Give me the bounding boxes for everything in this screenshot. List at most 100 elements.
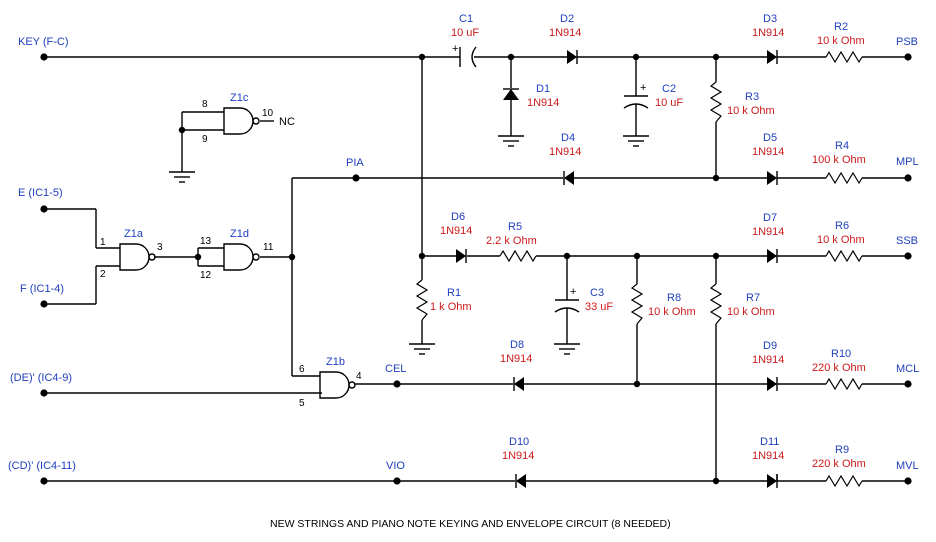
gate-z1d-name: Z1d bbox=[230, 228, 249, 240]
nand-gate-z1c bbox=[223, 107, 260, 135]
r7-ref: R7 bbox=[746, 292, 760, 304]
svg-text:+: + bbox=[640, 82, 646, 94]
c3-ref: C3 bbox=[590, 287, 604, 299]
pin-number: 9 bbox=[202, 134, 208, 145]
r3-value: 10 k Ohm bbox=[727, 105, 775, 117]
gate-z1a-name: Z1a bbox=[124, 228, 144, 240]
ground-symbol bbox=[554, 343, 580, 355]
resistors bbox=[415, 50, 863, 488]
resistor-r8 bbox=[630, 283, 644, 325]
r8-value: 10 k Ohm bbox=[648, 306, 696, 318]
d1-ref: D1 bbox=[536, 83, 550, 95]
d7-value: 1N914 bbox=[752, 226, 784, 238]
d3-ref: D3 bbox=[763, 13, 777, 25]
c3-value: 33 uF bbox=[585, 301, 613, 313]
junctions bbox=[178, 53, 720, 485]
output-psb-label: PSB bbox=[896, 36, 918, 48]
ground-symbol bbox=[623, 135, 649, 147]
input-key-label: KEY (F-C) bbox=[18, 36, 69, 48]
svg-text:+: + bbox=[570, 286, 576, 298]
r4-value: 100 k Ohm bbox=[812, 154, 866, 166]
resistor-r10 bbox=[825, 377, 863, 391]
gate-z1b-name: Z1b bbox=[326, 356, 345, 368]
d1-value: 1N914 bbox=[527, 97, 559, 109]
c1-value: 10 uF bbox=[451, 27, 479, 39]
resistor-r6 bbox=[825, 249, 863, 263]
nand-gate-z1d bbox=[223, 243, 260, 271]
d2-ref: D2 bbox=[560, 13, 574, 25]
output-mcl-label: MCL bbox=[896, 363, 919, 375]
net-vio-label: VIO bbox=[386, 460, 405, 472]
r1-ref: R1 bbox=[447, 287, 461, 299]
input-cd-label: (CD)' (IC4-11) bbox=[8, 460, 76, 472]
svg-text:+: + bbox=[452, 43, 458, 55]
diode-d11 bbox=[767, 474, 778, 488]
c2-value: 10 uF bbox=[655, 97, 683, 109]
d10-ref: D10 bbox=[509, 436, 529, 448]
diode-d9 bbox=[767, 377, 778, 391]
input-f-label: F (IC1-4) bbox=[20, 283, 64, 295]
net-pia-label: PIA bbox=[346, 157, 364, 169]
r10-ref: R10 bbox=[831, 348, 851, 360]
capacitor-c2: + bbox=[623, 82, 649, 109]
d7-ref: D7 bbox=[763, 212, 777, 224]
nand-gates bbox=[119, 107, 356, 399]
pin-number: 1 bbox=[100, 237, 106, 248]
r7-value: 10 k Ohm bbox=[727, 306, 775, 318]
pin-number: 8 bbox=[202, 99, 208, 110]
d10-value: 1N914 bbox=[502, 450, 534, 462]
ground-symbol bbox=[169, 171, 195, 183]
pin-number: 12 bbox=[200, 270, 212, 281]
diode-d10 bbox=[515, 474, 526, 488]
d5-ref: D5 bbox=[763, 132, 777, 144]
c2-ref: C2 bbox=[662, 83, 676, 95]
capacitor-c1: + bbox=[452, 43, 477, 68]
pin-number: 10 bbox=[262, 108, 274, 119]
pin-number: 6 bbox=[299, 364, 305, 375]
r2-ref: R2 bbox=[834, 21, 848, 33]
resistor-r9 bbox=[825, 474, 863, 488]
diode-d8 bbox=[513, 377, 524, 391]
r9-ref: R9 bbox=[835, 444, 849, 456]
d8-value: 1N914 bbox=[500, 353, 532, 365]
gate-z1c-name: Z1c bbox=[230, 92, 249, 104]
pin-number: 3 bbox=[157, 242, 163, 253]
d6-value: 1N914 bbox=[440, 225, 472, 237]
r5-value: 2.2 k Ohm bbox=[486, 235, 537, 247]
resistor-r4 bbox=[825, 171, 863, 185]
r2-value: 10 k Ohm bbox=[817, 35, 865, 47]
output-mpl-label: MPL bbox=[896, 156, 919, 168]
ground-symbol bbox=[409, 343, 435, 355]
r10-value: 220 k Ohm bbox=[812, 362, 866, 374]
r5-ref: R5 bbox=[508, 221, 522, 233]
terminals bbox=[40, 53, 912, 485]
d8-ref: D8 bbox=[510, 339, 524, 351]
resistor-r3 bbox=[709, 81, 723, 123]
diode-d7 bbox=[767, 249, 778, 263]
net-cel-label: CEL bbox=[385, 363, 406, 375]
r3-ref: R3 bbox=[745, 91, 759, 103]
r6-value: 10 k Ohm bbox=[817, 234, 865, 246]
output-ssb-label: SSB bbox=[896, 235, 918, 247]
resistor-r2 bbox=[825, 50, 863, 64]
resistor-r5 bbox=[499, 249, 537, 263]
nand-gate-z1b bbox=[319, 371, 356, 399]
diode-d1 bbox=[503, 88, 519, 100]
grounds bbox=[169, 135, 649, 355]
diagram-caption: NEW STRINGS AND PIANO NOTE KEYING AND EN… bbox=[270, 518, 671, 530]
d3-value: 1N914 bbox=[752, 27, 784, 39]
d4-value: 1N914 bbox=[549, 146, 581, 158]
diode-d2 bbox=[567, 50, 578, 64]
diodes bbox=[456, 50, 778, 488]
net-nc-label: NC bbox=[279, 116, 295, 128]
capacitor-c3: + bbox=[554, 286, 580, 313]
diode-d5 bbox=[767, 171, 778, 185]
d11-ref: D11 bbox=[760, 436, 779, 448]
input-e-label: E (IC1-5) bbox=[18, 187, 63, 199]
diode-d6 bbox=[456, 249, 467, 263]
d2-value: 1N914 bbox=[549, 27, 581, 39]
pin-number: 2 bbox=[100, 269, 106, 280]
resistor-r7 bbox=[709, 283, 723, 325]
pin-number: 11 bbox=[263, 242, 274, 253]
